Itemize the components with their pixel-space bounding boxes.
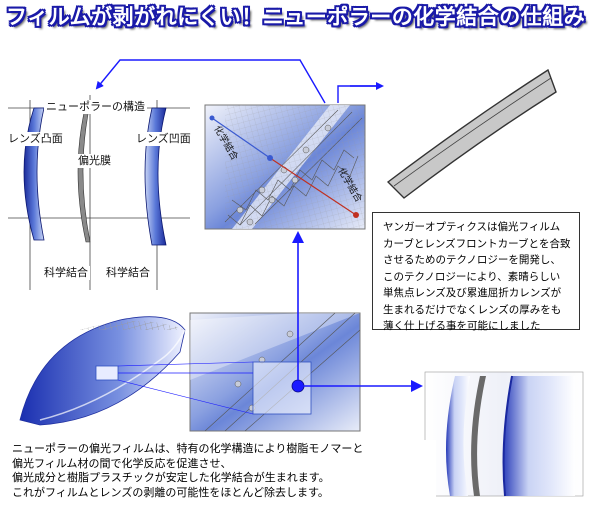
concave-lens-shape (144, 107, 167, 246)
bottom-line: これがフィルムとレンズの剥離の可能性をほとんど除去します。 (12, 485, 329, 499)
info-line: カーブとレンズフロントカーブとを合致 (383, 237, 571, 250)
bottom-line: 偏光成分と樹脂プラスチックが安定した化学結合が生まれます。 (12, 471, 330, 484)
convex-lens-label: レンズ凸面 (6, 132, 65, 146)
bottom-line: ニューポラーの偏光フィルムは、特有の化学構造により樹脂モノマーと (12, 442, 364, 455)
structure-heading-label: ニューポラーの構造 (44, 100, 147, 114)
lens-structure-diagram (8, 95, 190, 290)
description-text: ニューポラーの偏光フィルムは、特有の化学構造により樹脂モノマーと偏光フィルム材の… (8, 440, 436, 502)
connector-arrows (95, 59, 423, 415)
info-line: ヤンガーオプティクスは偏光フィルム (383, 221, 561, 233)
lens-edge-magnified (424, 371, 584, 497)
chemical-bond-right-label: 科学結合 (104, 266, 152, 280)
chemical-bond-left-label: 科学結合 (42, 266, 90, 280)
info-line: 単焦点レンズ及び累進屈折カレンズが (383, 287, 562, 299)
convex-lens-shape (23, 107, 45, 241)
polarizing-film-label: 偏光膜 (76, 154, 113, 168)
info-line: 薄く仕上げる事を可能にしました (383, 320, 541, 332)
page-title: フィルムが剥がれにくい！ニューポラーの化学結合の仕組み (6, 5, 586, 29)
arrow-to-structure (95, 59, 326, 104)
arrow-to-strip-line (337, 85, 380, 103)
molecular-bond-closeup (204, 104, 366, 230)
info-line: させるためのテクノロジーを開発し、 (383, 254, 561, 266)
polarizing-film-shape (77, 103, 91, 243)
bottom-line: 偏光フィルム材の間で化学反応を促進させ、 (12, 456, 232, 470)
info-line: このテクノロジーにより、素晴らしい (383, 270, 561, 283)
curved-film-strip (386, 68, 557, 199)
technology-info-box: ヤンガーオプティクスは偏光フィルムカーブとレンズフロントカーブとを合致させるため… (372, 212, 580, 332)
zoom-panel (189, 312, 361, 432)
info-line: 生まれるだけでなくレンズの厚みをも (383, 303, 562, 316)
concave-lens-label: レンズ凹面 (134, 132, 193, 146)
polarizing-disc (19, 316, 186, 426)
